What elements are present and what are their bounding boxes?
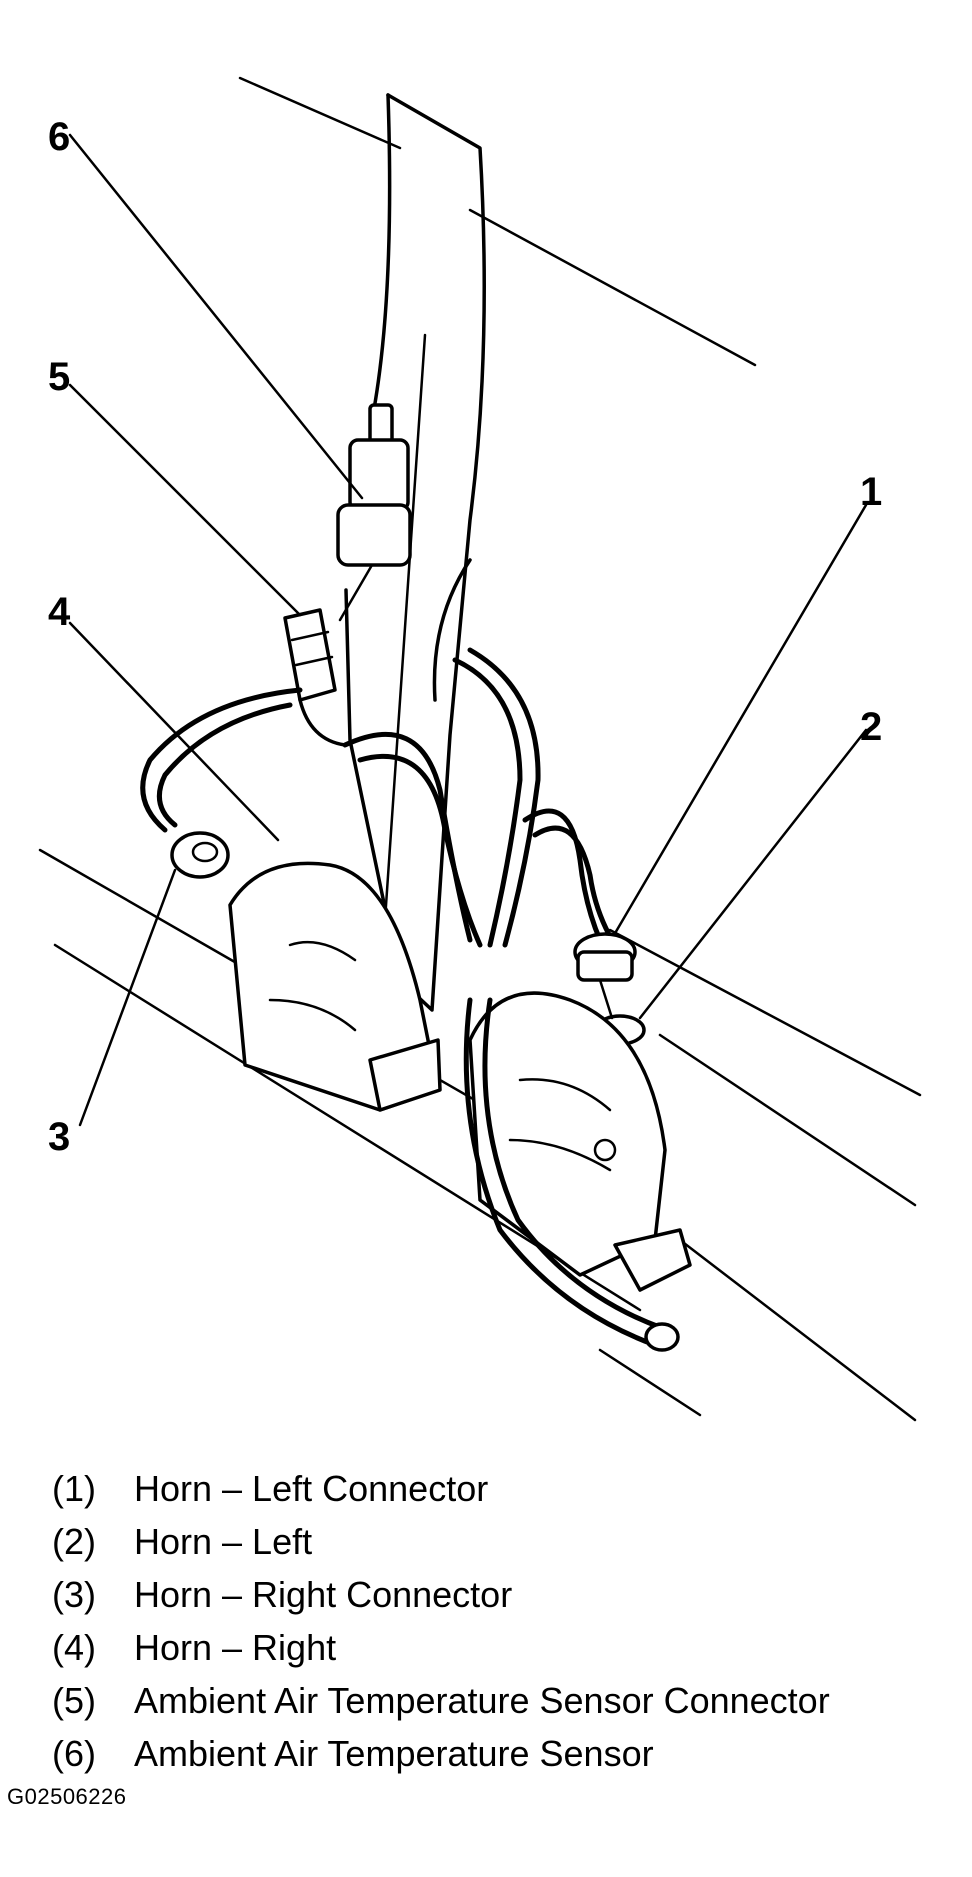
callout-1: 1 bbox=[860, 470, 882, 514]
legend-label: Ambient Air Temperature Sensor bbox=[134, 1732, 654, 1774]
ambient-air-temperature-sensor-connector bbox=[283, 608, 347, 747]
ambient-air-temperature-sensor bbox=[336, 403, 412, 622]
radiator-support-bracket bbox=[344, 93, 486, 1012]
callout-3: 3 bbox=[48, 1115, 70, 1159]
legend-label: Horn – Left Connector bbox=[134, 1467, 489, 1509]
legend-number: (5) bbox=[52, 1679, 96, 1721]
vehicle-structure-lines bbox=[38, 76, 922, 1422]
legend-item: (1) Horn – Left Connector bbox=[52, 1462, 952, 1515]
callout-2: 2 bbox=[860, 705, 882, 749]
component-location-illustration: 6 5 4 3 1 2 bbox=[38, 76, 922, 1422]
legend-number: (2) bbox=[52, 1520, 96, 1562]
legend-label: Horn – Left bbox=[134, 1520, 313, 1562]
legend-number: (6) bbox=[52, 1732, 96, 1774]
leader-lines bbox=[68, 133, 868, 1127]
legend-item: (6) Ambient Air Temperature Sensor bbox=[52, 1727, 952, 1780]
horn-right bbox=[228, 861, 442, 1112]
callout-4: 4 bbox=[48, 590, 71, 634]
legend: (1) Horn – Left Connector (2) Horn – Lef… bbox=[52, 1462, 952, 1780]
legend-label: Horn – Right Connector bbox=[134, 1573, 513, 1615]
callout-6: 6 bbox=[48, 115, 70, 159]
callout-5: 5 bbox=[48, 355, 70, 399]
legend-label: Ambient Air Temperature Sensor Connector bbox=[134, 1679, 830, 1721]
legend-number: (4) bbox=[52, 1626, 96, 1668]
horn-left bbox=[468, 991, 692, 1292]
legend-number: (3) bbox=[52, 1573, 96, 1615]
legend-item: (3) Horn – Right Connector bbox=[52, 1568, 952, 1621]
horn-right-connector bbox=[170, 831, 230, 879]
legend-item: (5) Ambient Air Temperature Sensor Conne… bbox=[52, 1674, 952, 1727]
legend-item: (4) Horn – Right bbox=[52, 1621, 952, 1674]
legend-item: (2) Horn – Left bbox=[52, 1515, 952, 1568]
wiring-harness bbox=[140, 647, 615, 948]
legend-label: Horn – Right bbox=[134, 1626, 337, 1668]
figure-id: G02506226 bbox=[7, 1784, 127, 1809]
legend-number: (1) bbox=[52, 1467, 96, 1509]
harness-tail bbox=[463, 997, 680, 1352]
